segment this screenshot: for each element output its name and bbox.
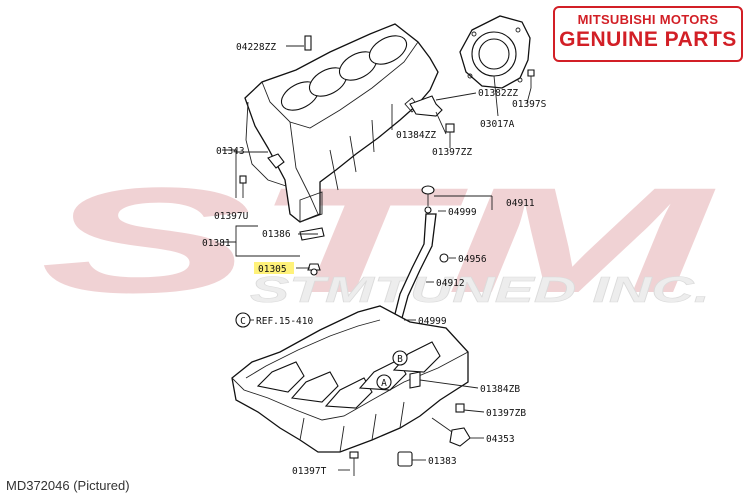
oil-pan <box>231 305 471 476</box>
part-01305[interactable]: 01305 <box>258 264 287 275</box>
ref-15-410[interactable]: REF.15-410 <box>256 316 313 327</box>
genuine-parts-badge: MITSUBISHI MOTORS GENUINE PARTS <box>553 6 743 62</box>
part-01397S[interactable]: 01397S <box>512 99 547 110</box>
part-03017A[interactable]: 03017A <box>480 119 515 130</box>
part-01382ZZ[interactable]: 01382ZZ <box>478 88 518 99</box>
part-01386[interactable]: 01386 <box>262 229 291 240</box>
part-01343[interactable]: 01343 <box>216 146 245 157</box>
callout-a: A <box>381 378 387 389</box>
part-01397T[interactable]: 01397T <box>292 466 327 477</box>
part-04912[interactable]: 04912 <box>436 278 465 289</box>
part-04353[interactable]: 04353 <box>486 434 515 445</box>
watermark-logo: STM <box>40 156 716 324</box>
part-04228ZZ[interactable]: 04228ZZ <box>236 42 276 53</box>
part-01384ZB[interactable]: 01384ZB <box>480 384 520 395</box>
part-01384ZZ[interactable]: 01384ZZ <box>396 130 436 141</box>
part-04999-upper[interactable]: 04999 <box>448 207 477 218</box>
part-01383[interactable]: 01383 <box>428 456 457 467</box>
part-01397ZB[interactable]: 01397ZB <box>486 408 526 419</box>
part-04911[interactable]: 04911 <box>506 198 535 209</box>
stm-watermark: STM STMTUNED INC. <box>40 156 716 324</box>
brand-line-2: GENUINE PARTS <box>559 28 737 51</box>
part-01397ZZ[interactable]: 01397ZZ <box>432 147 472 158</box>
rear-seal-case <box>459 15 531 89</box>
leader-lines <box>222 45 532 471</box>
callout-c: C <box>240 316 246 327</box>
callout-b: B <box>397 354 403 365</box>
part-04956[interactable]: 04956 <box>458 254 487 265</box>
part-04999-lower[interactable]: 04999 <box>418 316 447 327</box>
part-number-caption: MD372046 (Pictured) <box>6 478 130 493</box>
part-labels: 04228ZZ 01382ZZ 01397S 03017A 01384ZZ 01… <box>202 42 547 477</box>
part-01397U[interactable]: 01397U <box>214 211 249 222</box>
engine-block <box>244 23 439 223</box>
highlight-01305 <box>254 262 294 274</box>
brand-line-1: MITSUBISHI MOTORS <box>577 12 719 27</box>
callouts: C A B <box>235 312 408 390</box>
watermark-subtitle: STMTUNED INC. <box>250 269 710 310</box>
part-01381[interactable]: 01381 <box>202 238 231 249</box>
